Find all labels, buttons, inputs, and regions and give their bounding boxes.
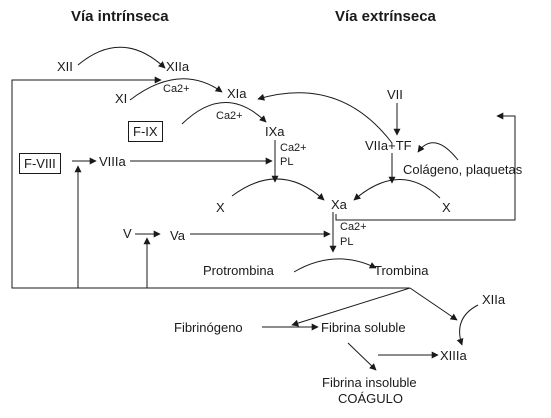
- thrombin: Trombina: [374, 263, 429, 278]
- xa-feedback-loop: [335, 112, 516, 221]
- fix-to-ixa-arrow: [181, 102, 267, 125]
- factor-xa: Xa: [331, 197, 347, 212]
- thrombin-feedback-loop: [11, 76, 410, 289]
- cofactor-ca-ix: Ca2+: [216, 110, 243, 122]
- factor-x-left: X: [216, 200, 225, 215]
- fibrinogen: Fibrinógeno: [174, 320, 243, 335]
- extrinsic-pathway-header: Vía extrínseca: [335, 8, 436, 25]
- collagen-platelets: Colágeno, plaquetas: [403, 162, 523, 177]
- factor-vii: VII: [387, 87, 403, 102]
- factor-xiiia: XIIIa: [440, 348, 467, 363]
- factor-xiia-bottom: XIIa: [482, 292, 506, 307]
- factor-xia: XIa: [227, 86, 247, 101]
- prothrombin: Protrombina: [203, 263, 274, 278]
- factor-va: Va: [170, 228, 185, 243]
- x-right-to-xa-arrow: [353, 179, 441, 201]
- factor-xiia-top: XIIa: [166, 59, 190, 74]
- x-left-to-xa-arrow: [231, 178, 325, 201]
- xiia-to-xiiia-arrow: [456, 304, 479, 346]
- cofactor-pl-ixa: PL: [280, 156, 294, 168]
- clot-label: COÁGULO: [338, 391, 404, 406]
- factor-xii: XII: [57, 59, 73, 74]
- cofactor-ca-xi: Ca2+: [163, 83, 190, 95]
- factor-ixa: IXa: [265, 124, 285, 139]
- viia-to-xia-arrow: [257, 92, 393, 144]
- factor-fix-box: F-IX: [128, 121, 163, 142]
- factor-viiia: VIIIa: [99, 154, 126, 169]
- soluble-to-insoluble-arrow: [347, 342, 377, 371]
- prothrombin-to-thrombin-arrow: [293, 258, 377, 273]
- cofactor-ca-ixa: Ca2+: [280, 142, 307, 154]
- factor-viia-tf: VIIa+TF: [365, 138, 412, 153]
- thrombin-to-fibrin-arrow: [291, 287, 411, 327]
- thrombin-to-xiia-arrow: [409, 287, 458, 321]
- soluble-fibrin: Fibrina soluble: [321, 320, 406, 335]
- factor-fviii-box: F-VIII: [19, 153, 61, 174]
- xi-to-xia-arrow: [129, 78, 223, 101]
- collagen-to-viia-arrow: [417, 142, 459, 161]
- insoluble-fibrin: Fibrina insoluble: [322, 375, 417, 390]
- factor-xi: XI: [115, 91, 128, 106]
- factor-v: V: [123, 226, 132, 241]
- factor-x-right: X: [442, 200, 451, 215]
- cofactor-pl-xa: PL: [340, 236, 354, 248]
- xii-to-xiia-arrow: [77, 46, 166, 69]
- intrinsic-pathway-header: Vía intrínseca: [71, 8, 169, 25]
- cofactor-ca-xa: Ca2+: [340, 221, 367, 233]
